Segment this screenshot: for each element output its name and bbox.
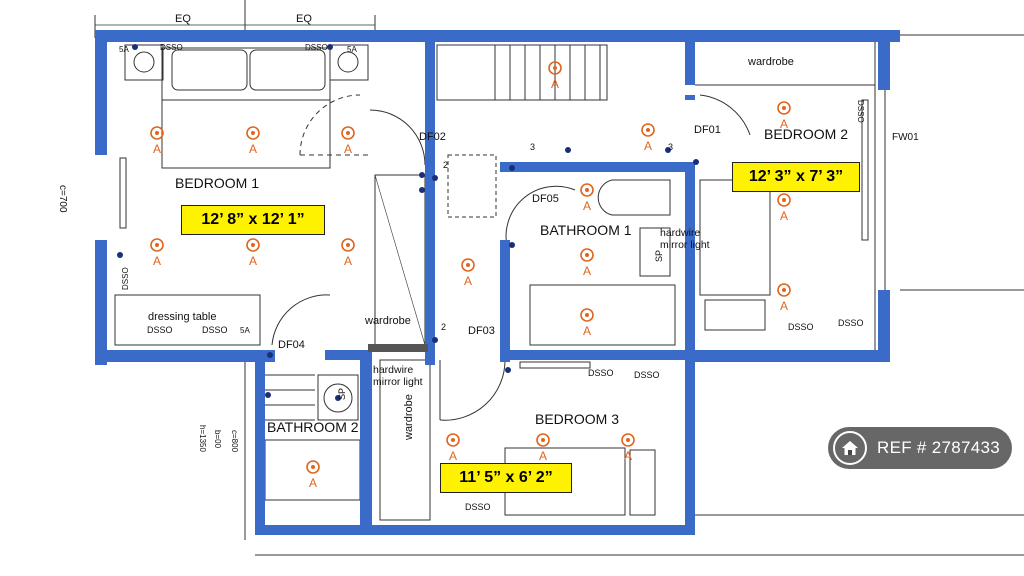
light-markers: A A A A A A A A A A A A A A A A A A A (150, 61, 791, 490)
socket-5a-label: 5A (240, 326, 250, 335)
room-label-bedroom1: BEDROOM 1 (175, 175, 259, 191)
socket-5a-label: 5A (347, 45, 357, 54)
light-fixture: A (150, 126, 164, 156)
door-df05: DF05 (532, 193, 559, 205)
light-fixture-label: A (539, 449, 547, 463)
sp-label: SP (654, 250, 664, 262)
socket-markers (117, 44, 699, 401)
light-fixture-label: A (309, 476, 317, 490)
light-fixture-label: A (780, 209, 788, 223)
sp-label: SP (337, 388, 347, 400)
circuit-label: 2 (441, 322, 446, 332)
side-stack-note: h=1350 (198, 425, 207, 452)
ref-badge: REF # 2787433 (828, 427, 1012, 469)
eq-label-left: EQ (175, 13, 191, 25)
light-fixture: A (536, 433, 550, 463)
plan-labels: EQ EQ c=700 BEDROOM 1 BEDROOM 2 BEDROOM … (57, 13, 919, 512)
light-fixture: A (621, 433, 635, 463)
light-fixture: A (777, 193, 791, 223)
dsso-label: DSSO (838, 318, 864, 328)
light-fixture-label: A (153, 142, 161, 156)
ref-number: REF # 2787433 (877, 438, 1000, 457)
dsso-label: DSSO (160, 43, 183, 52)
light-fixture: A (306, 460, 320, 490)
light-fixture: A (777, 283, 791, 313)
mirror-light-label-bath1: hardwire mirror light (660, 227, 710, 251)
light-fixture-label: A (249, 254, 257, 268)
light-fixture: A (548, 61, 562, 91)
light-fixture: A (246, 126, 260, 156)
eq-label-right: EQ (296, 13, 312, 25)
door-df01: DF01 (694, 124, 721, 136)
light-fixture-label: A (464, 274, 472, 288)
dsso-label: DSSO (147, 325, 173, 335)
light-fixture: A (246, 238, 260, 268)
light-fixture: A (341, 126, 355, 156)
dsso-label: DSSO (202, 325, 228, 335)
side-stack-note: c=800 (230, 430, 239, 453)
socket-5a-label: 5A (119, 45, 129, 54)
circuit-label: 2 (443, 160, 448, 170)
side-note: c=700 (57, 185, 68, 213)
fw01-label: FW01 (892, 132, 919, 143)
wardrobe-label-bedroom3: wardrobe (403, 394, 415, 441)
dsso-label: DSSO (121, 267, 130, 290)
wardrobe-label-bedroom2: wardrobe (747, 56, 794, 68)
light-fixture: A (641, 123, 655, 153)
room-label-bathroom1: BATHROOM 1 (540, 222, 632, 238)
light-fixture: A (777, 101, 791, 131)
wall-hatch (368, 344, 428, 352)
dimension-bedroom3: 11’ 5” x 6’ 2” (440, 463, 572, 493)
light-fixture: A (580, 308, 594, 338)
door-df03: DF03 (468, 325, 495, 337)
light-fixture-label: A (583, 324, 591, 338)
light-fixture-label: A (583, 264, 591, 278)
mirror-light-label-bath2: hardwire mirror light (373, 364, 423, 388)
room-label-bedroom3: BEDROOM 3 (535, 411, 619, 427)
room-label-bedroom2: BEDROOM 2 (764, 126, 848, 142)
walls (95, 30, 900, 535)
light-fixture: A (461, 258, 475, 288)
circuit-label: 3 (668, 142, 673, 152)
light-fixture-label: A (583, 199, 591, 213)
light-fixture-label: A (449, 449, 457, 463)
dsso-label: DSSO (588, 368, 614, 378)
door-df02: DF02 (419, 131, 446, 143)
light-fixture-label: A (644, 139, 652, 153)
light-fixture: A (580, 248, 594, 278)
light-fixture-label: A (780, 117, 788, 131)
dimension-bedroom2: 12’ 3” x 7’ 3” (732, 162, 860, 192)
dsso-label: DSSO (634, 370, 660, 380)
dimension-bedroom1: 12’ 8” x 12’ 1” (181, 205, 325, 235)
door-df04: DF04 (278, 339, 305, 351)
dsso-label: DSSO (305, 43, 328, 52)
dsso-label: DSSO (788, 322, 814, 332)
light-fixture: A (341, 238, 355, 268)
light-fixture-label: A (551, 77, 559, 91)
home-icon (833, 431, 867, 465)
light-fixture-label: A (780, 299, 788, 313)
drafting-lines (94, 0, 1024, 556)
light-fixture: A (446, 433, 460, 463)
circuit-label: 3 (530, 142, 535, 152)
light-fixture-label: A (249, 142, 257, 156)
light-fixture: A (580, 183, 594, 213)
light-fixture-label: A (624, 449, 632, 463)
light-fixture-label: A (344, 142, 352, 156)
dsso-label: DSSO (856, 100, 865, 123)
dressing-table-label: dressing table (148, 311, 217, 323)
side-stack-note: b=00 (213, 430, 222, 449)
light-fixture-label: A (153, 254, 161, 268)
light-fixture-label: A (344, 254, 352, 268)
room-label-bathroom2: BATHROOM 2 (267, 419, 359, 435)
dsso-label: DSSO (465, 502, 491, 512)
wardrobe-label-hall: wardrobe (364, 315, 411, 327)
light-fixture: A (150, 238, 164, 268)
